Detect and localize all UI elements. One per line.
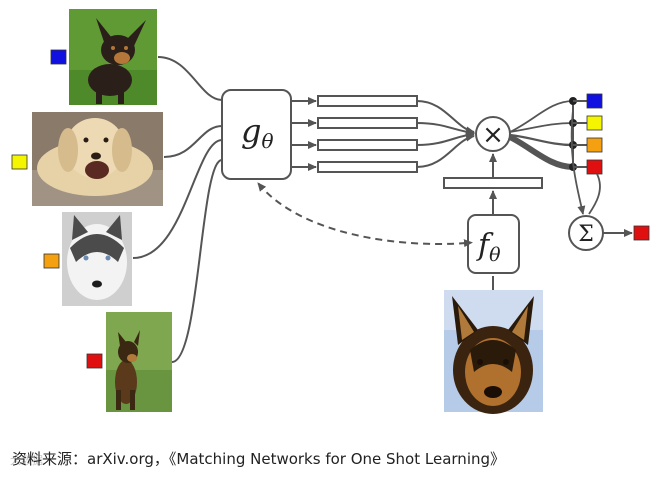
watermark: 大数据 bbox=[10, 454, 43, 467]
chihuahua-image bbox=[69, 9, 157, 105]
g-theta-output-arrows bbox=[291, 97, 317, 171]
figure-caption: 资料来源：arXiv.org，《Matching Networks for On… bbox=[12, 450, 506, 468]
multiply-symbol: × bbox=[482, 120, 504, 150]
label-square-red bbox=[86, 353, 103, 369]
label-square-orange bbox=[43, 253, 60, 269]
support-embeddings bbox=[317, 95, 418, 173]
dashed-attention-arrow bbox=[257, 182, 473, 248]
german-shepherd-query-image bbox=[444, 290, 543, 414]
embedding-to-multiply-curves bbox=[416, 100, 475, 168]
g-theta-label: gθ bbox=[241, 112, 274, 153]
german-shepherd-small-image bbox=[106, 312, 172, 412]
matching-network-diagram: gθ × fθ bbox=[11, 9, 650, 414]
output-square-blue bbox=[586, 93, 603, 109]
support-embedding-4 bbox=[317, 161, 418, 173]
support-embedding-2 bbox=[317, 117, 418, 129]
support-embedding-3 bbox=[317, 139, 418, 151]
multiply-node bbox=[475, 116, 511, 152]
output-square-red bbox=[586, 159, 603, 175]
input-curves bbox=[132, 56, 223, 363]
husky-image bbox=[62, 212, 132, 306]
g-theta-box bbox=[221, 89, 292, 180]
labrador-image bbox=[32, 112, 163, 206]
sum-symbol: Σ bbox=[578, 222, 594, 247]
output-square-yellow bbox=[586, 115, 603, 131]
sum-input-curves bbox=[570, 109, 601, 215]
prediction-square-red bbox=[633, 225, 650, 241]
output-square-orange bbox=[586, 137, 603, 153]
label-square-blue bbox=[50, 49, 67, 65]
output-curves bbox=[508, 100, 574, 170]
query-embedding bbox=[443, 177, 543, 189]
label-square-yellow bbox=[11, 154, 28, 170]
dot-to-label-lines bbox=[573, 100, 587, 168]
support-embedding-1 bbox=[317, 95, 418, 107]
